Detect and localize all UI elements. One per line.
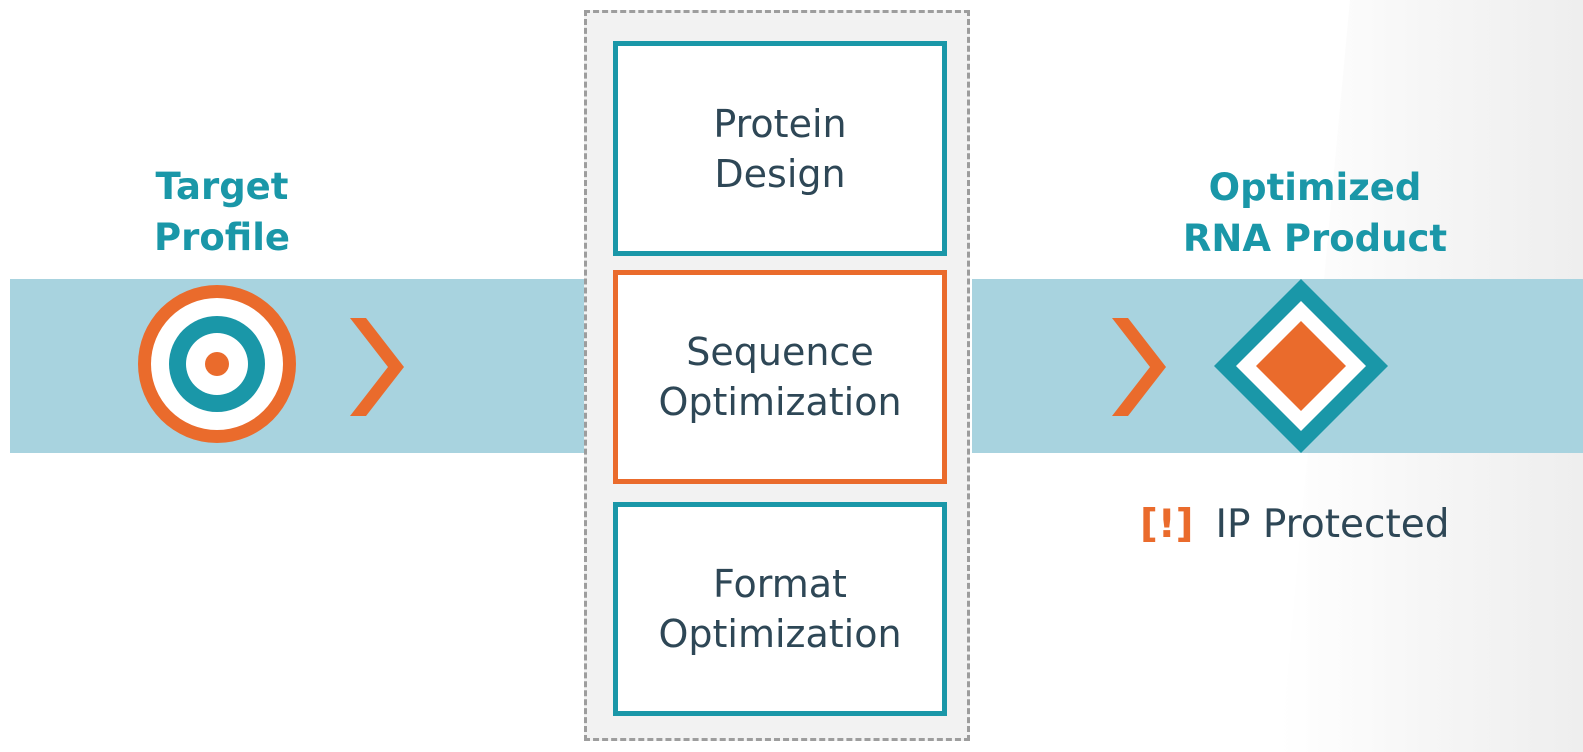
flow-band-left xyxy=(10,279,586,453)
target-bullseye xyxy=(205,352,229,376)
step-sequence-optimization-line1: Sequence xyxy=(686,330,874,374)
optimized-rna-product-label-line1: Optimized xyxy=(1208,166,1422,209)
step-format-optimization: Format Optimization xyxy=(613,502,947,716)
step-format-optimization-line1: Format xyxy=(713,562,847,606)
target-profile-label-line2: Profile xyxy=(154,216,290,259)
optimized-rna-product-label: Optimized RNA Product xyxy=(1140,162,1490,264)
target-profile-label-line1: Target xyxy=(155,165,289,208)
step-format-optimization-line2: Optimization xyxy=(658,612,902,656)
step-protein-design: Protein Design xyxy=(613,41,947,256)
chevron-right-icon xyxy=(1112,318,1166,416)
chevron-right-icon xyxy=(350,318,404,416)
optimized-rna-product-label-line2: RNA Product xyxy=(1182,217,1448,260)
target-profile-label: Target Profile xyxy=(112,161,332,263)
diamond-product-icon xyxy=(1214,279,1388,453)
step-sequence-optimization-line2: Optimization xyxy=(658,380,902,424)
ip-protected-text: IP Protected xyxy=(1215,501,1450,547)
step-protein-design-line2: Design xyxy=(714,151,846,196)
step-sequence-optimization: Sequence Optimization xyxy=(613,270,947,484)
ip-protected-note: [!] IP Protected xyxy=(1140,498,1450,550)
step-protein-design-line1: Protein xyxy=(713,101,847,146)
ip-badge-icon: [!] xyxy=(1140,501,1194,547)
target-icon xyxy=(138,285,296,443)
diamond-inner xyxy=(1256,321,1346,411)
